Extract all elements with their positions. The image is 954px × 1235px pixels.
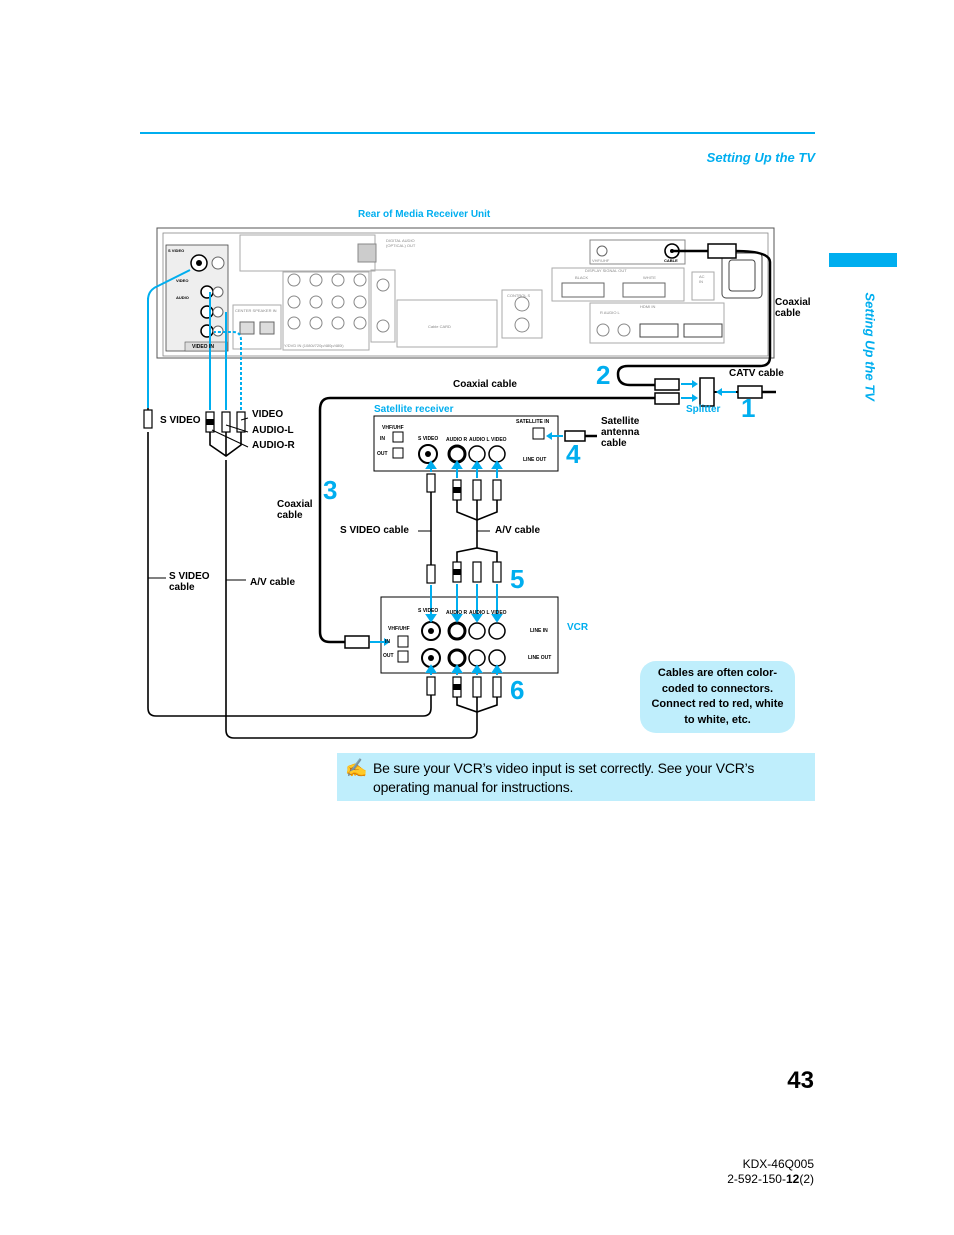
- rcv-ac-in-label: AC IN: [699, 274, 705, 284]
- tip-text: Be sure your VCR’s video input is set co…: [373, 760, 755, 795]
- footer-code: 2-592-150-12(2): [727, 1172, 814, 1186]
- color-code-callout: Cables are often color-coded to connecto…: [640, 661, 795, 733]
- vcr-box: [380, 596, 559, 674]
- satellite-receiver-label: Satellite receiver: [374, 404, 454, 415]
- sat-audio-l-label: AUDIO L: [469, 437, 490, 443]
- section-title: Setting Up the TV: [706, 150, 815, 165]
- vcr-line-in-label: LINE IN: [530, 628, 548, 634]
- step-4: 4: [566, 439, 581, 469]
- sat-satellite-in-label: SATELLITE IN: [516, 419, 550, 425]
- rcv-white-label: WHITE: [643, 275, 656, 280]
- av-cable-left-label: A/V cable: [250, 577, 296, 588]
- rcv-video-label: VIDEO: [176, 278, 189, 283]
- vcr-video-label: VIDEO: [491, 610, 507, 616]
- step-1: 1: [741, 393, 756, 423]
- coaxial-cable-mid-label: Coaxial cable: [453, 379, 517, 390]
- footer-model: KDX-46Q005: [742, 1157, 814, 1171]
- rcv-component-in-label: Y/DVD IN (1080i/720p/480p/480i): [284, 343, 344, 348]
- vcr-s-video-label: S VIDEO: [418, 608, 439, 614]
- vcr-audio-r-label: AUDIO R: [446, 610, 468, 616]
- rcv-control-s-label: CONTROL S: [507, 293, 531, 298]
- sat-vhf-label: VHF/UHF: [382, 425, 404, 431]
- header-rule: [140, 132, 815, 134]
- sat-video-label: VIDEO: [491, 437, 507, 443]
- catv-cable-label: CATV cable: [729, 368, 784, 379]
- rcv-display-out-label: DISPLAY SIGNAL OUT: [585, 268, 627, 273]
- rcv-hdmi-label: HDMI IN: [640, 304, 656, 309]
- coaxial-cable-right-label: Coaxial cable: [775, 297, 811, 319]
- coaxial-cable-left-label: Coaxial cable: [277, 499, 313, 521]
- rcv-vhf-label: VHF/UHF: [592, 258, 610, 263]
- vcr-audio-l-label: AUDIO L: [469, 610, 490, 616]
- sat-out-label: OUT: [377, 451, 388, 457]
- tip-box: ✍ Be sure your VCR’s video input is set …: [337, 753, 815, 801]
- rcv-s-video-label: S VIDEO: [168, 248, 185, 253]
- step-2: 2: [596, 360, 611, 390]
- vcr-label: VCR: [567, 622, 589, 633]
- s-video-cable-mid-label: S VIDEO cable: [340, 525, 409, 536]
- page-number: 43: [787, 1067, 814, 1094]
- s-video-cable-left-label: S VIDEO cable: [169, 571, 210, 593]
- splitter-label: Splitter: [686, 404, 721, 415]
- step-6: 6: [510, 675, 525, 705]
- rcv-cable-card-label: Cable CARD: [428, 324, 451, 329]
- audio-r-label: AUDIO-R: [252, 440, 295, 451]
- step-3: 3: [323, 475, 338, 505]
- satellite-antenna-cable-label: Satellite antenna cable: [601, 416, 640, 449]
- side-tab-marker: [829, 253, 897, 267]
- s-video-label: S VIDEO: [160, 415, 201, 426]
- footer: KDX-46Q005 2-592-150-12(2): [727, 1157, 814, 1187]
- step-5: 5: [510, 564, 525, 594]
- satellite-receiver-box: [373, 415, 559, 472]
- vcr-out-label: OUT: [383, 653, 394, 659]
- vcr-line-out-label: LINE OUT: [528, 655, 552, 661]
- vcr-in-label: IN: [385, 639, 390, 645]
- rcv-audio-label: AUDIO: [176, 295, 189, 300]
- rcv-digital-audio-label: DIGITAL AUDIO (OPTICAL) OUT: [386, 238, 416, 248]
- pencil-note-icon: ✍: [345, 758, 368, 778]
- rcv-video-in-label: VIDEO IN: [192, 344, 214, 350]
- sat-s-video-label: S VIDEO: [418, 436, 439, 442]
- rcv-cable-label: CABLE: [664, 258, 678, 263]
- sat-line-out-label: LINE OUT: [523, 457, 547, 463]
- av-cable-mid-label: A/V cable: [495, 525, 541, 536]
- sat-in-label: IN: [380, 436, 385, 442]
- diagram-title: Rear of Media Receiver Unit: [358, 209, 491, 220]
- vcr-vhf-label: VHF/UHF: [388, 626, 410, 632]
- rcv-black-label: BLACK: [575, 275, 589, 280]
- audio-l-label: AUDIO-L: [252, 425, 294, 436]
- rcv-center-speaker-label: CENTER SPEAKER IN: [235, 308, 277, 313]
- sat-audio-r-label: AUDIO R: [446, 437, 468, 443]
- video-label: VIDEO: [252, 409, 284, 420]
- callout-text: Cables are often color-coded to connecto…: [651, 667, 784, 726]
- rcv-r-audio-l-label: R AUDIO L: [600, 310, 620, 315]
- receiver-unit: [156, 227, 775, 359]
